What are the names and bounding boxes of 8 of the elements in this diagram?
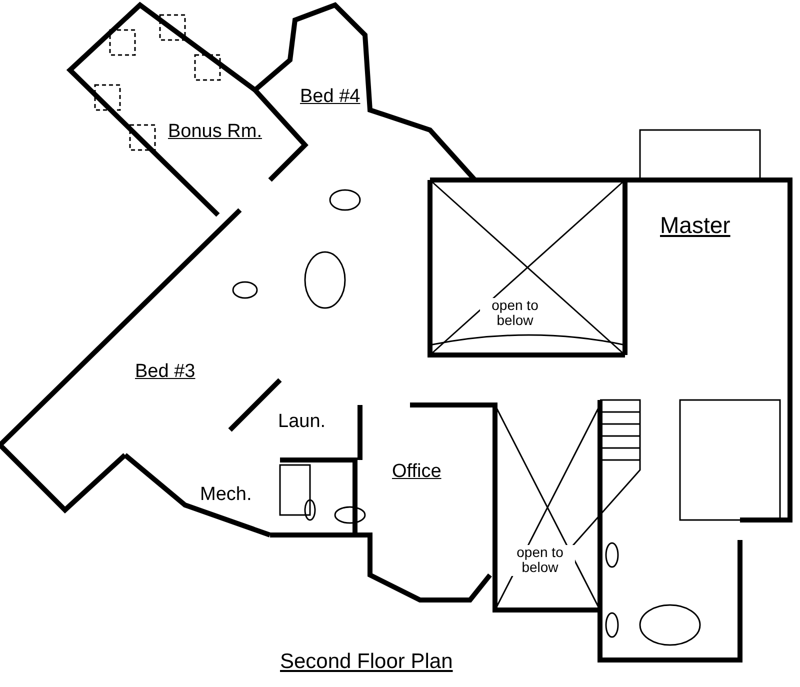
room-label: Laun. <box>278 412 326 433</box>
room-label: Bonus Rm. <box>168 122 262 143</box>
room-label: Bed #3 <box>135 362 196 383</box>
room-label: Mech. <box>200 485 252 506</box>
room-label: Bed #4 <box>300 87 360 108</box>
plan-title: Second Floor Plan <box>280 650 453 674</box>
room-label: Master <box>660 213 730 238</box>
room-label: Office <box>392 462 442 483</box>
